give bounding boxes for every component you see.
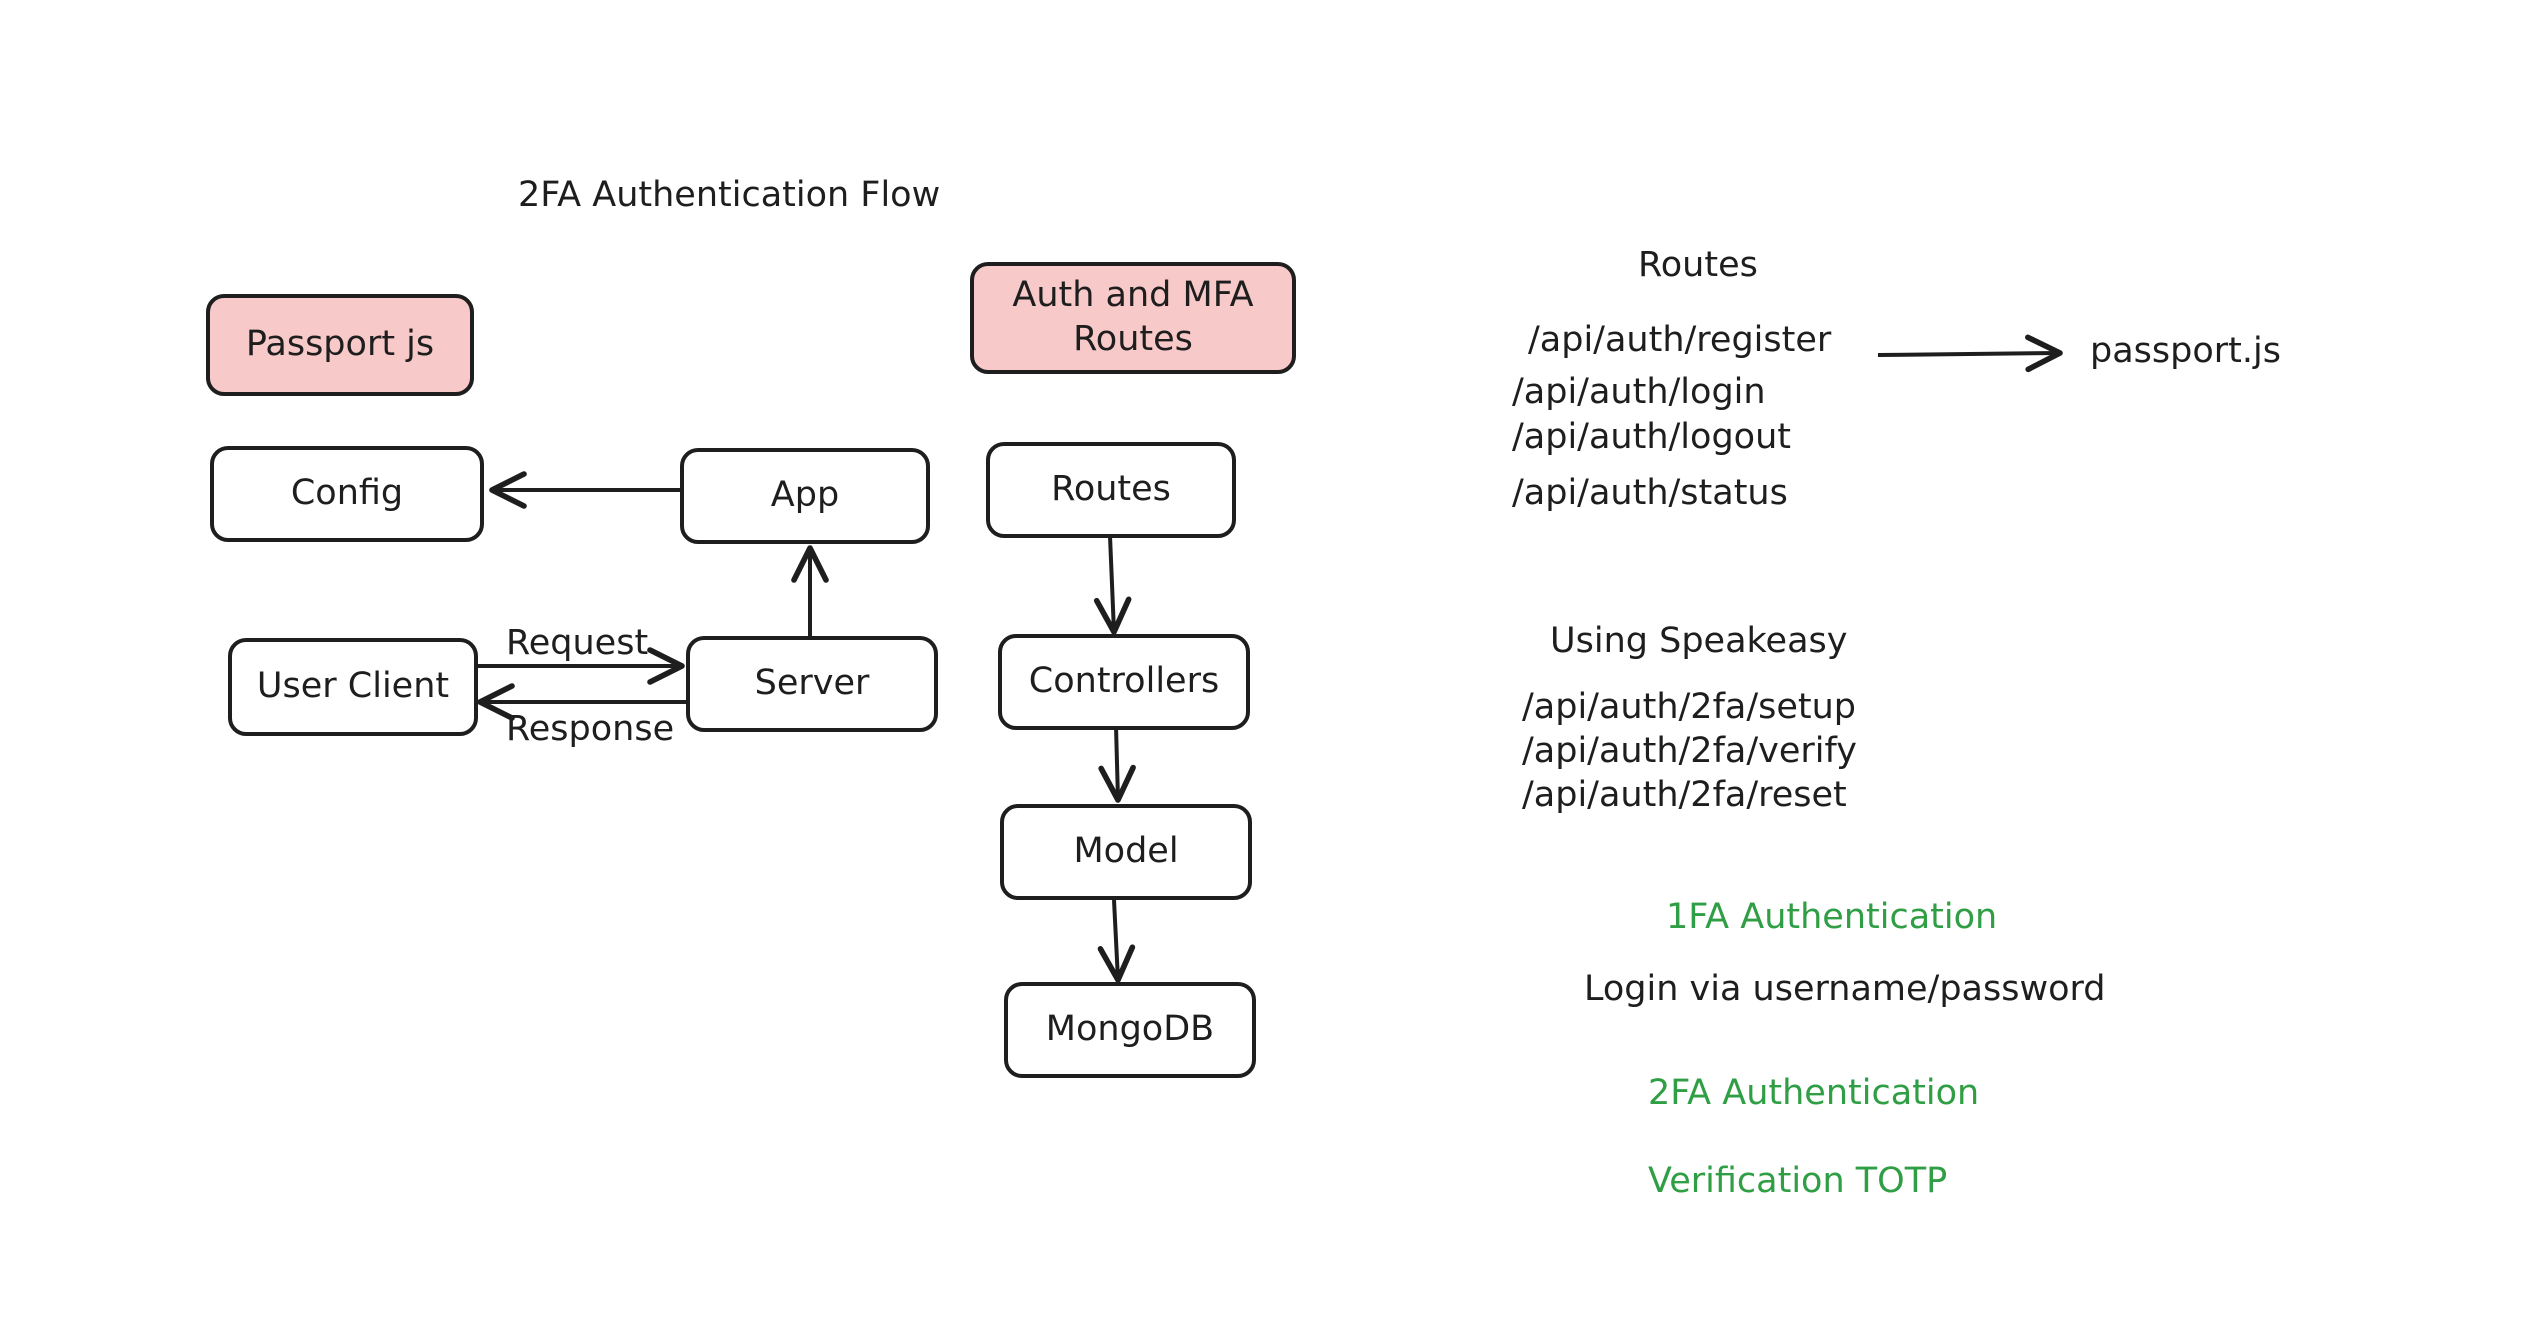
route-login: /api/auth/login	[1512, 372, 1766, 412]
model-box: Model	[1000, 804, 1252, 900]
route-2fa-setup: /api/auth/2fa/setup	[1522, 687, 1857, 727]
two-fa-label: 2FA Authentication	[1648, 1073, 1980, 1113]
controllers-to-model-arrow	[1098, 725, 1136, 803]
verification-totp-label: Verification TOTP	[1648, 1161, 1948, 1201]
route-2fa-verify: /api/auth/2fa/verify	[1522, 731, 1857, 771]
mongodb-box: MongoDB	[1004, 982, 1256, 1078]
route-2fa-reset: /api/auth/2fa/reset	[1522, 775, 1847, 815]
routes-heading: Routes	[1638, 245, 1758, 285]
one-fa-label: 1FA Authentication	[1666, 897, 1998, 937]
app-box: App	[680, 448, 930, 544]
routes-box: Routes	[986, 442, 1236, 538]
route-status: /api/auth/status	[1512, 473, 1788, 513]
register-to-passport-arrow	[1877, 334, 2063, 373]
route-register: /api/auth/register	[1528, 320, 1832, 360]
config-box: Config	[210, 446, 484, 542]
request-label: Request	[506, 623, 649, 663]
passport-box: Passport js	[206, 294, 474, 396]
route-logout: /api/auth/logout	[1512, 417, 1791, 457]
server-box: Server	[686, 636, 938, 732]
response-label: Response	[506, 709, 675, 749]
routes-to-controllers-arrow	[1093, 535, 1132, 635]
speakeasy-heading: Using Speakeasy	[1550, 621, 1848, 661]
model-to-mongodb-arrow	[1097, 899, 1136, 983]
login-method-label: Login via username/password	[1584, 969, 2106, 1009]
passport-js-label: passport.js	[2090, 331, 2281, 371]
diagram-title: 2FA Authentication Flow	[518, 175, 941, 215]
controllers-box: Controllers	[998, 634, 1250, 730]
auth-mfa-routes-box: Auth and MFA Routes	[970, 262, 1296, 374]
user-client-box: User Client	[228, 638, 478, 736]
